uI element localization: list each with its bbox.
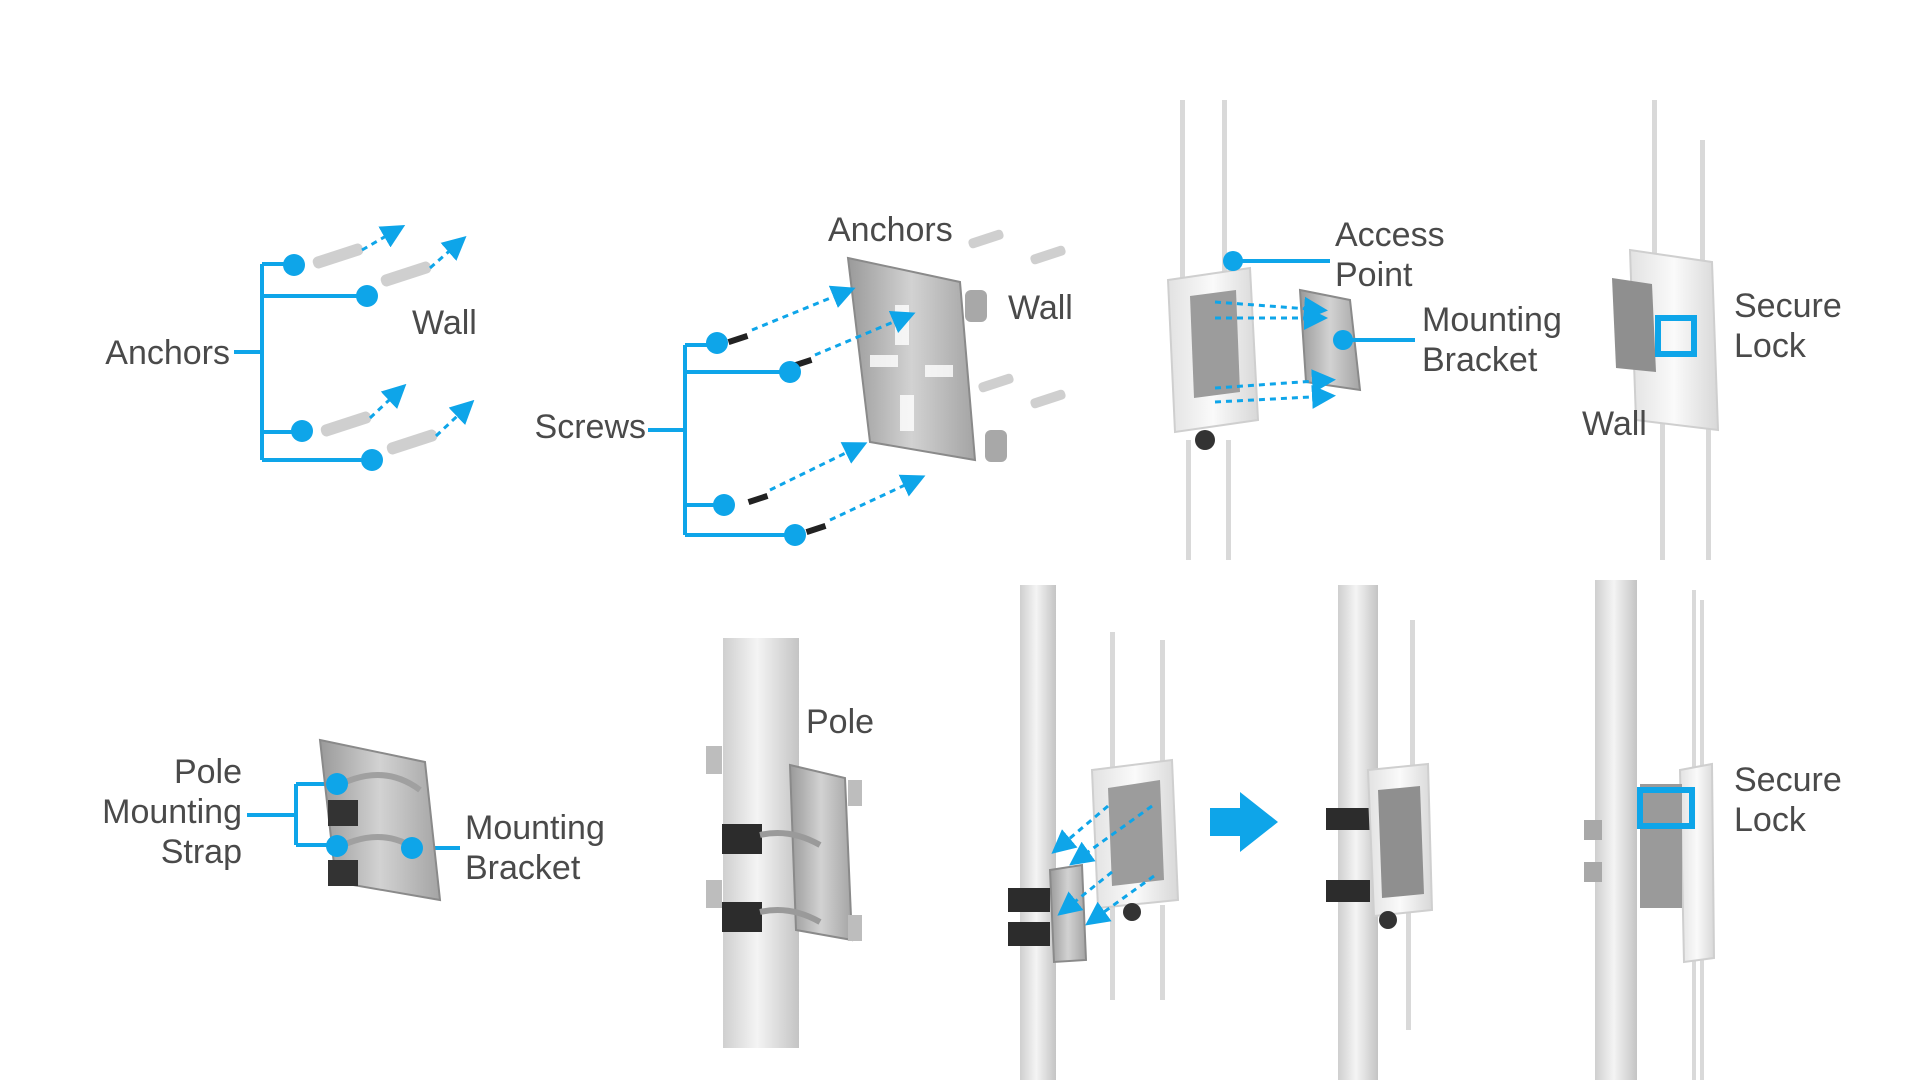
label-pole-strap-line1: Pole [173, 753, 242, 791]
panel-secure-lock-wall [1612, 100, 1720, 560]
panel-ap-to-bracket [1166, 100, 1415, 560]
panel-pole-strap [247, 738, 460, 902]
label-secure-lock-bottom-line1: Secure [1734, 761, 1842, 799]
pole-icon [1020, 585, 1056, 1080]
panel-ap-on-pole [1326, 585, 1434, 1080]
panel-ap-to-pole [1008, 585, 1180, 1080]
label-pole-strap-line3: Strap [160, 833, 242, 871]
lock-highlight-icon [1637, 787, 1695, 829]
label-mounting-bracket-b-line1: Mounting [465, 809, 605, 847]
label-wall-3: Wall [1582, 405, 1647, 443]
panel-anchors [234, 224, 475, 471]
label-secure-lock-top-line1: Secure [1734, 287, 1842, 325]
lock-highlight-icon [1655, 315, 1697, 357]
label-access-point-line2: Point [1335, 256, 1413, 294]
label-wall-1: Wall [412, 304, 477, 342]
panel-screws-bracket [648, 229, 1066, 546]
label-secure-lock-top-line2: Lock [1734, 327, 1806, 365]
anchor-icon [312, 243, 438, 455]
panel-secure-lock-pole [1584, 580, 1716, 1080]
label-pole-strap-line2: Mounting [102, 793, 242, 831]
label-access-point-line1: Access [1335, 216, 1445, 254]
arrow-right-icon [1210, 792, 1278, 852]
anchor-icon [968, 229, 1066, 409]
panel-pole-with-strap [706, 638, 862, 1048]
label-secure-lock-bottom-line2: Lock [1734, 801, 1806, 839]
label-pole: Pole [806, 703, 875, 741]
access-point-icon [1640, 590, 1716, 1080]
access-point-icon [1166, 100, 1260, 560]
label-mounting-bracket-line1: Mounting [1422, 301, 1562, 339]
label-screws: Screws [534, 408, 646, 446]
label-mounting-bracket-b-line2: Bracket [465, 849, 581, 887]
label-mounting-bracket-line2: Bracket [1422, 341, 1538, 379]
bracket-icon [846, 256, 1007, 462]
screw-icon [727, 333, 827, 535]
label-anchors-left: Anchors [105, 334, 230, 372]
access-point-icon [1090, 632, 1180, 1000]
access-point-icon [1366, 620, 1434, 1030]
label-anchors-top: Anchors [828, 211, 953, 249]
access-point-icon [1612, 100, 1720, 560]
label-wall-2: Wall [1008, 289, 1073, 327]
